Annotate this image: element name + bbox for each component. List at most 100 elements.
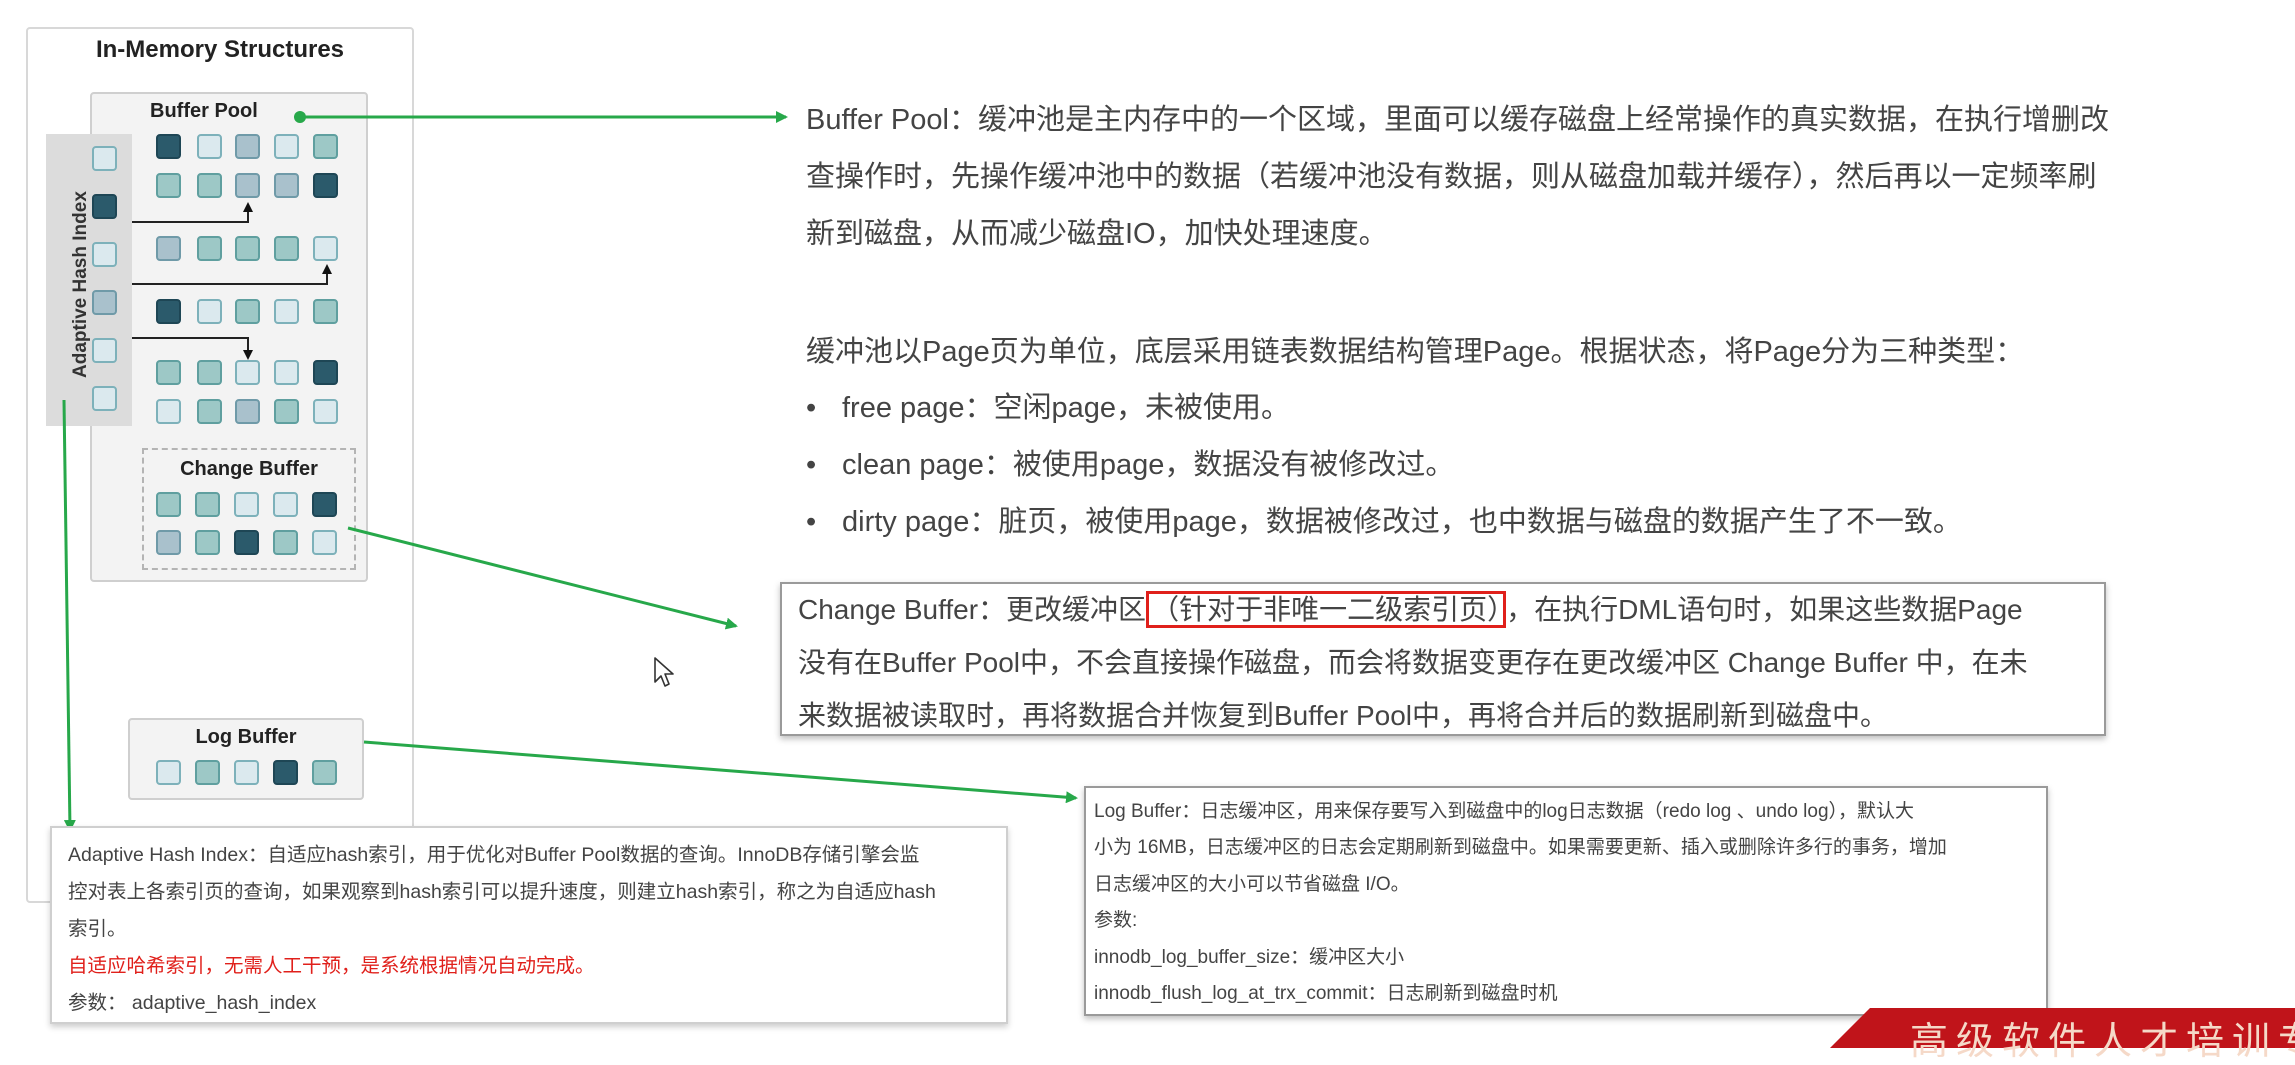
page-block — [234, 530, 259, 555]
adaptive-hash-index-bar — [46, 134, 132, 426]
page-block — [195, 530, 220, 555]
page-block — [156, 299, 181, 324]
page-block — [235, 360, 260, 385]
page-block — [156, 399, 181, 424]
page-block — [312, 492, 337, 517]
change-buffer-label: Change Buffer — [180, 458, 318, 480]
page-block — [156, 492, 181, 517]
page-block — [313, 236, 338, 261]
page-block — [195, 492, 220, 517]
diagram-title: In-Memory Structures — [95, 36, 345, 63]
text-line: 控对表上各索引页的查询，如果观察到hash索引可以提升速度，则建立hash索引，… — [68, 881, 936, 903]
link-arrow — [132, 337, 253, 360]
page-block — [312, 530, 337, 555]
text-line: 参数: — [1094, 910, 1138, 931]
page-block — [235, 173, 260, 198]
page-block — [92, 338, 117, 363]
text-line: Change Buffer：更改缓冲区 — [798, 594, 1147, 625]
page-block — [197, 399, 222, 424]
page-block — [273, 492, 298, 517]
page-block — [156, 360, 181, 385]
bullet-dot: • — [806, 506, 817, 538]
page-block — [197, 173, 222, 198]
text-line: 索引。 — [68, 918, 127, 940]
page-block — [312, 760, 337, 785]
bullet-dot: • — [806, 392, 817, 424]
text-line: Buffer Pool：缓冲池是主内存中的一个区域，里面可以缓存磁盘上经常操作的… — [806, 104, 2109, 136]
change-buffer-line-2: 没有在Buffer Pool中，不会直接操作磁盘，而会将数据变更存在更改缓冲区 … — [798, 647, 2028, 678]
page-block — [274, 360, 299, 385]
change-buffer-description-box — [780, 582, 2106, 736]
page-type-item: • clean page：被使用page，数据没有被修改过。 — [806, 437, 1454, 494]
buffer-pool-description: Buffer Pool：缓冲池是主内存中的一个区域，里面可以缓存磁盘上经常操作的… — [806, 92, 2256, 263]
page-block — [92, 242, 117, 267]
brand-banner — [1830, 1008, 2295, 1048]
page-block — [313, 299, 338, 324]
log-buffer-description-box — [1084, 786, 2048, 1016]
log-buffer-panel — [128, 718, 364, 800]
page-block — [235, 134, 260, 159]
page-type-text: clean page：被使用page，数据没有被修改过。 — [842, 449, 1455, 481]
mouse-cursor-icon — [654, 657, 674, 687]
page-block — [273, 530, 298, 555]
page-block — [274, 173, 299, 198]
text-line: 小为 16MB，日志缓冲区的日志会定期刷新到磁盘中。如果需要更新、插入或删除许多… — [1094, 837, 1947, 858]
page-block — [92, 290, 117, 315]
buffer-pool-label: Buffer Pool — [150, 100, 258, 122]
text-line: ，在执行DML语句时，如果这些数据Page — [1506, 594, 2023, 625]
text-line: innodb_flush_log_at_trx_commit：日志刷新到磁盘时机 — [1094, 983, 1558, 1004]
page-block — [235, 399, 260, 424]
change-buffer-line-3: 来数据被读取时，再将数据合并恢复到Buffer Pool中，再将合并后的数据刷新… — [798, 700, 1889, 731]
page-types-intro: 缓冲池以Page页为单位，底层采用链表数据结构管理Page。根据状态，将Page… — [806, 336, 2025, 368]
page-block — [274, 134, 299, 159]
page-block — [156, 134, 181, 159]
page-block — [195, 760, 220, 785]
param-line: 参数： adaptive_hash_index — [68, 992, 317, 1014]
link-arrow — [132, 202, 253, 223]
adaptive-hash-index-description-box — [50, 826, 1008, 1024]
page-block — [234, 492, 259, 517]
link-arrow — [132, 264, 332, 285]
page-block — [235, 236, 260, 261]
page-block — [274, 399, 299, 424]
page-block — [197, 134, 222, 159]
red-note-line: 自适应哈希索引，无需人工干预，是系统根据情况自动完成。 — [68, 955, 595, 977]
page-block — [197, 299, 222, 324]
page-block — [92, 146, 117, 171]
text-line: Log Buffer：日志缓冲区，用来保存要写入到磁盘中的log日志数据（red… — [1094, 801, 1915, 822]
text-line: 新到磁盘，从而减少磁盘IO，加快处理速度。 — [806, 218, 1388, 250]
page-block — [313, 173, 338, 198]
page-block — [197, 236, 222, 261]
page-block — [273, 760, 298, 785]
text-line: 查操作时，先操作缓冲池中的数据（若缓冲池没有数据，则从磁盘加载并缓存），然后再以… — [806, 161, 2097, 193]
page-block — [156, 760, 181, 785]
text-line: Adaptive Hash Index：自适应hash索引，用于优化对Buffe… — [68, 844, 920, 866]
page-type-text: dirty page：脏页，被使用page，数据被修改过，也中数据与磁盘的数据产… — [842, 506, 1962, 538]
page-block — [313, 360, 338, 385]
connector-arrows — [62, 111, 1078, 832]
change-buffer-arrow — [347, 526, 738, 630]
adaptive-hash-index-arrow — [62, 399, 76, 832]
page-block — [92, 386, 117, 411]
page-type-text: free page：空闲page，未被使用。 — [842, 392, 1291, 424]
log-buffer-arrow — [363, 740, 1078, 804]
page-block — [92, 194, 117, 219]
page-block — [156, 173, 181, 198]
page-type-item: • dirty page：脏页，被使用page，数据被修改过，也中数据与磁盘的数据… — [806, 494, 1962, 551]
highlighted-note: （针对于非唯一二级索引页） — [1146, 591, 1507, 628]
page-block — [156, 236, 181, 261]
bullet-dot: • — [806, 449, 817, 481]
text-line: innodb_log_buffer_size：缓冲区大小 — [1094, 947, 1405, 968]
brand-banner-text: 高级软件人才培训专 — [1910, 1019, 2295, 1063]
text-line: 日志缓冲区的大小可以节省磁盘 I/O。 — [1094, 874, 1410, 895]
page-block — [156, 530, 181, 555]
change-buffer-line-1: Change Buffer：更改缓冲区（针对于非唯一二级索引页），在执行DML语… — [798, 588, 2023, 628]
page-block — [197, 360, 222, 385]
page-block — [235, 299, 260, 324]
page-block — [234, 760, 259, 785]
page-type-item: • free page：空闲page，未被使用。 — [806, 380, 1290, 437]
log-buffer-label: Log Buffer — [195, 726, 297, 748]
page-block — [274, 299, 299, 324]
page-block — [313, 399, 338, 424]
change-buffer-box — [142, 448, 356, 570]
